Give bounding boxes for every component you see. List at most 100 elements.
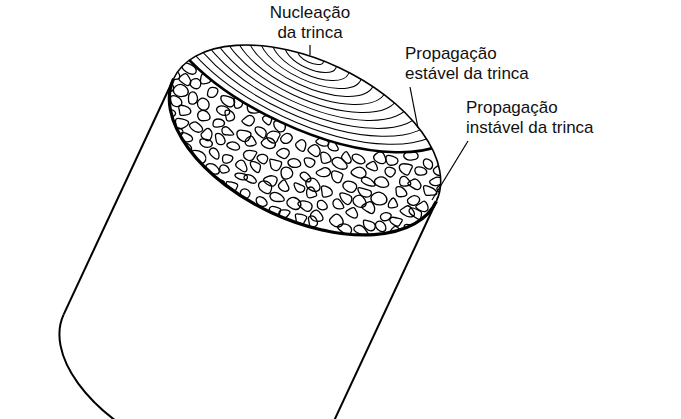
leader-line xyxy=(432,141,468,200)
rough-mark xyxy=(260,136,277,151)
rough-mark xyxy=(297,198,314,213)
rough-mark xyxy=(198,137,213,150)
rough-mark xyxy=(144,100,163,116)
rough-mark xyxy=(221,153,234,166)
rough-mark xyxy=(347,239,363,252)
rough-mark xyxy=(318,151,333,166)
rough-mark xyxy=(176,103,192,118)
rough-mark xyxy=(130,132,148,147)
rough-mark xyxy=(442,169,458,185)
rough-mark xyxy=(374,220,388,233)
rough-mark xyxy=(154,115,172,131)
leader-line xyxy=(410,87,418,128)
rough-mark xyxy=(345,205,360,219)
rough-mark xyxy=(392,244,409,259)
rough-mark xyxy=(294,138,308,152)
rough-mark xyxy=(285,195,303,211)
rough-mark xyxy=(302,156,316,169)
rough-mark xyxy=(369,189,389,207)
beach-mark xyxy=(145,0,476,181)
rough-mark xyxy=(366,159,380,172)
rough-mark xyxy=(408,250,423,264)
rough-mark xyxy=(242,147,257,162)
rough-mark xyxy=(330,155,349,171)
rough-mark xyxy=(413,165,428,178)
rough-mark xyxy=(160,106,176,119)
rough-mark xyxy=(381,241,396,255)
rough-mark xyxy=(361,219,377,233)
beach-mark xyxy=(190,0,431,147)
rough-mark xyxy=(337,191,353,205)
rough-mark xyxy=(253,125,268,138)
rough-mark xyxy=(212,132,227,146)
rough-mark xyxy=(152,85,167,100)
rough-mark xyxy=(318,185,334,200)
rough-mark xyxy=(171,152,186,165)
rough-mark xyxy=(265,128,281,144)
rough-mark xyxy=(133,126,151,141)
rough-mark xyxy=(329,169,344,184)
rough-mark xyxy=(420,233,433,246)
rough-mark xyxy=(341,179,358,194)
shaft-side xyxy=(64,79,174,315)
rough-mark xyxy=(262,173,278,188)
rough-mark xyxy=(388,215,402,228)
rough-mark xyxy=(386,257,404,273)
rough-mark xyxy=(206,85,219,99)
rough-edge xyxy=(140,79,437,274)
unstable-propagation-label: Propagação instável da trinca xyxy=(466,98,606,138)
rough-mark xyxy=(146,132,162,147)
rough-mark xyxy=(292,182,306,194)
rough-mark xyxy=(304,186,319,201)
rough-mark xyxy=(244,135,259,149)
rough-mark xyxy=(196,109,212,124)
rough-mark xyxy=(212,117,226,130)
rough-mark xyxy=(235,127,252,143)
rough-mark xyxy=(361,199,378,214)
rough-mark xyxy=(407,177,423,191)
rough-mark xyxy=(269,190,286,204)
rough-mark xyxy=(266,157,282,172)
rough-mark xyxy=(411,239,429,256)
rough-mark xyxy=(393,185,408,199)
rough-mark xyxy=(189,77,203,91)
nucleation-label: Nucleação da trinca xyxy=(262,3,358,43)
rough-mark xyxy=(429,174,444,188)
beach-mark xyxy=(221,0,402,124)
rough-mark xyxy=(276,146,291,160)
rough-mark xyxy=(155,152,171,165)
rough-mark xyxy=(350,164,368,180)
rough-mark xyxy=(279,165,295,181)
rough-mark xyxy=(163,139,179,152)
rough-mark xyxy=(141,141,157,156)
shaft-end xyxy=(30,314,327,419)
rough-mark xyxy=(172,82,191,99)
rough-mark xyxy=(241,113,256,127)
rough-mark xyxy=(226,140,241,152)
rough-mark xyxy=(401,260,417,275)
rough-mark xyxy=(306,143,322,158)
rough-mark xyxy=(397,161,413,176)
rough-mark xyxy=(196,167,212,182)
rough-mark xyxy=(372,251,389,266)
rough-mark xyxy=(351,153,367,166)
rough-mark xyxy=(279,132,293,146)
beach-mark xyxy=(160,0,461,169)
rough-mark xyxy=(234,158,249,172)
rough-mark xyxy=(277,179,292,193)
rough-mark xyxy=(383,165,396,178)
rough-mark xyxy=(335,236,348,249)
rough-mark xyxy=(351,193,368,209)
rough-mark xyxy=(218,164,230,176)
rough-mark xyxy=(331,198,346,211)
stable-propagation-label: Propagação estável da trinca xyxy=(405,44,545,84)
rough-mark xyxy=(328,212,346,229)
rough-mark xyxy=(356,186,373,200)
leader-line xyxy=(309,45,310,55)
rough-mark xyxy=(387,197,400,210)
rough-mark xyxy=(373,174,390,189)
rough-mark xyxy=(248,160,262,173)
rough-mark xyxy=(421,184,438,199)
rough-mark xyxy=(188,120,204,134)
